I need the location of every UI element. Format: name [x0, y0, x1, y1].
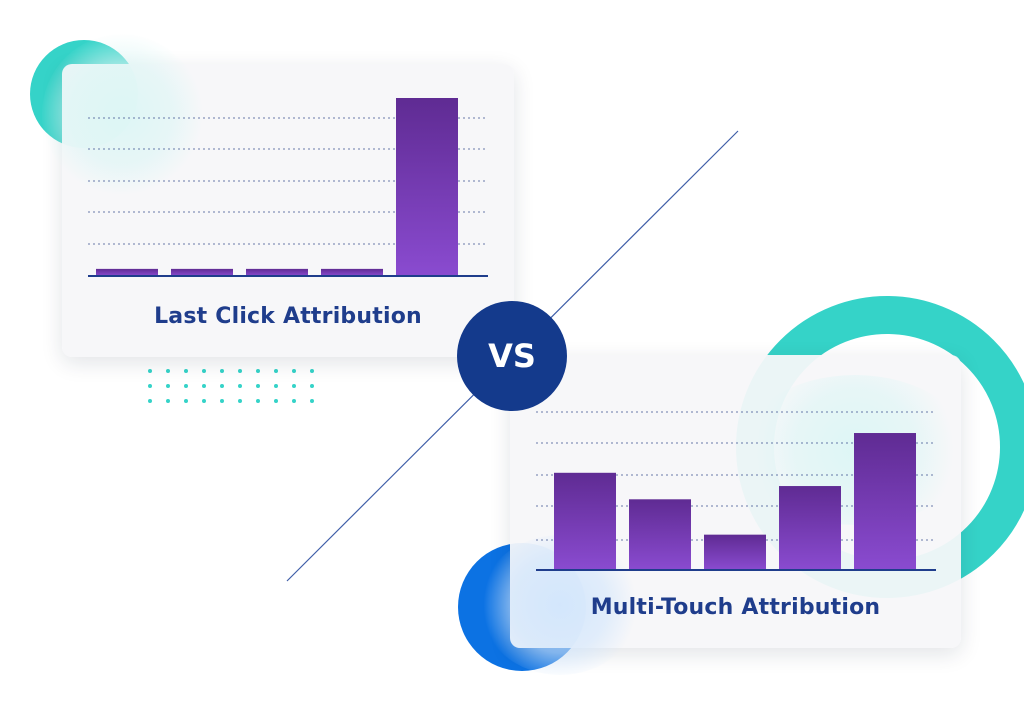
- dot: [292, 399, 296, 403]
- dot: [148, 399, 152, 403]
- dot: [238, 399, 242, 403]
- dot: [310, 369, 314, 373]
- dot: [166, 384, 170, 388]
- dot: [166, 399, 170, 403]
- card-glow: [42, 34, 202, 194]
- dot: [256, 369, 260, 373]
- dot: [310, 384, 314, 388]
- dot: [184, 369, 188, 373]
- dot: [274, 399, 278, 403]
- dot: [202, 384, 206, 388]
- last-click-bar-chart: [88, 98, 488, 277]
- dot: [220, 399, 224, 403]
- bar-1: [96, 268, 158, 276]
- dot: [256, 384, 260, 388]
- dot: [148, 384, 152, 388]
- bar-2: [171, 268, 233, 276]
- dot: [184, 399, 188, 403]
- dot: [202, 369, 206, 373]
- dot: [292, 369, 296, 373]
- last-click-attribution-card: Last Click Attribution: [42, 34, 514, 357]
- bar-2: [629, 499, 691, 570]
- chart-title: Multi-Touch Attribution: [590, 595, 881, 620]
- dot: [274, 369, 278, 373]
- vs-badge: VS: [457, 301, 567, 411]
- dot: [292, 384, 296, 388]
- dot-grid-decoration: [148, 369, 328, 415]
- bar-3: [246, 268, 308, 276]
- bar-5: [854, 433, 916, 570]
- dot: [310, 399, 314, 403]
- dot: [238, 384, 242, 388]
- bar-4: [779, 486, 841, 570]
- bar-3: [704, 534, 766, 570]
- dot: [256, 399, 260, 403]
- dot: [166, 369, 170, 373]
- dot: [202, 399, 206, 403]
- bar-1: [554, 472, 616, 570]
- multi-touch-bar-chart: [536, 411, 936, 571]
- dot: [238, 369, 242, 373]
- multi-touch-attribution-card: Multi-Touch Attribution: [480, 355, 970, 675]
- dot: [220, 369, 224, 373]
- dot: [148, 369, 152, 373]
- chart-title: Last Click Attribution: [154, 304, 422, 329]
- bar-5: [396, 98, 458, 276]
- dot: [220, 384, 224, 388]
- bar-4: [321, 268, 383, 276]
- dot: [184, 384, 188, 388]
- dot: [274, 384, 278, 388]
